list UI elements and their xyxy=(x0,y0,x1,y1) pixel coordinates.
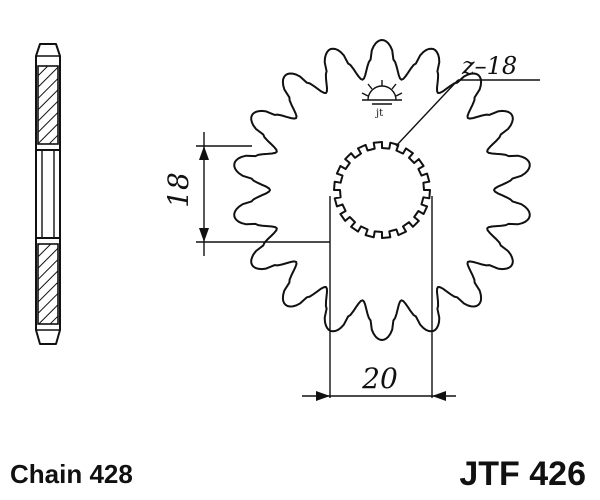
chain-size-label: Chain 428 xyxy=(10,459,133,489)
splined-bore xyxy=(333,141,431,239)
logo-sun-icon xyxy=(361,80,403,105)
width-dimension xyxy=(302,196,456,401)
tooth-count-leader xyxy=(395,79,540,147)
height-dimension-label: 18 xyxy=(162,172,195,208)
logo-mark-text: jt xyxy=(375,108,383,119)
sprocket-outline xyxy=(233,39,531,341)
side-profile-view xyxy=(35,43,61,345)
width-dimension-label: 20 xyxy=(361,362,398,395)
part-number-label: JTF 426 xyxy=(459,455,586,493)
tooth-count-label: z–18 xyxy=(461,52,517,80)
height-dimension xyxy=(196,132,330,256)
